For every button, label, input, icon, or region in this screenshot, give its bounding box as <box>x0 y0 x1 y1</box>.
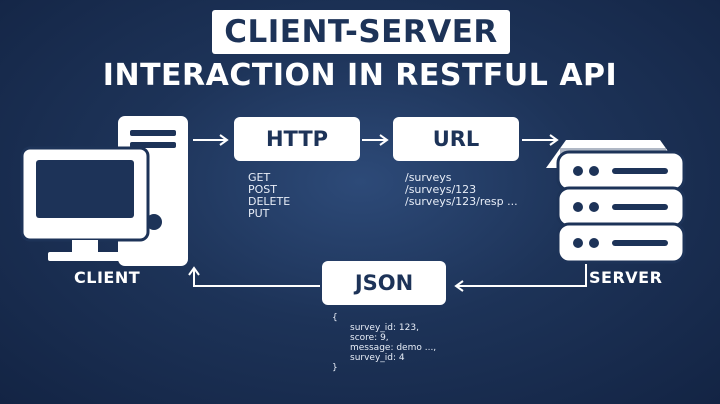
client-label: CLIENT <box>74 268 141 287</box>
http-method: PUT <box>248 207 270 220</box>
title-line-2: INTERACTION IN RESTFUL API <box>102 58 618 93</box>
http-method: POST <box>248 183 277 196</box>
json-field: survey_id: 4 <box>350 353 405 363</box>
title-highlight-box <box>212 10 510 54</box>
server-rack-icon <box>546 140 686 264</box>
json-close-brace: } <box>332 363 338 373</box>
json-pill: JSON <box>322 261 446 305</box>
client-computer-icon <box>20 116 188 266</box>
server-label: SERVER <box>589 268 663 287</box>
arrow-http-to-url <box>362 134 389 146</box>
arrow-client-to-http <box>193 134 229 146</box>
title-line-1: CLIENT-SERVER <box>224 14 498 50</box>
arrow-url-to-server <box>522 134 559 146</box>
http-method: GET <box>248 171 271 184</box>
json-payload: { survey_id: 123, score: 9, message: dem… <box>332 313 436 373</box>
url-path: /surveys/123/resp ... <box>405 195 518 208</box>
url-label: URL <box>432 127 480 151</box>
url-path: /surveys/123 <box>405 183 477 196</box>
arrow-json-to-client <box>188 266 320 287</box>
json-field: score: 9, <box>350 333 389 343</box>
json-label: JSON <box>354 271 414 295</box>
url-paths-list: /surveys /surveys/123 /surveys/123/resp … <box>405 172 518 208</box>
json-field: message: demo ..., <box>350 343 437 353</box>
http-methods-list: GET POST DELETE PUT <box>248 172 290 220</box>
url-pill: URL <box>393 117 519 161</box>
http-method: DELETE <box>248 195 291 208</box>
json-open-brace: { <box>332 313 338 323</box>
arrow-server-to-json <box>454 264 587 292</box>
http-pill: HTTP <box>234 117 360 161</box>
json-field: survey_id: 123, <box>350 323 419 333</box>
http-label: HTTP <box>265 127 329 151</box>
url-path: /surveys <box>405 171 452 184</box>
